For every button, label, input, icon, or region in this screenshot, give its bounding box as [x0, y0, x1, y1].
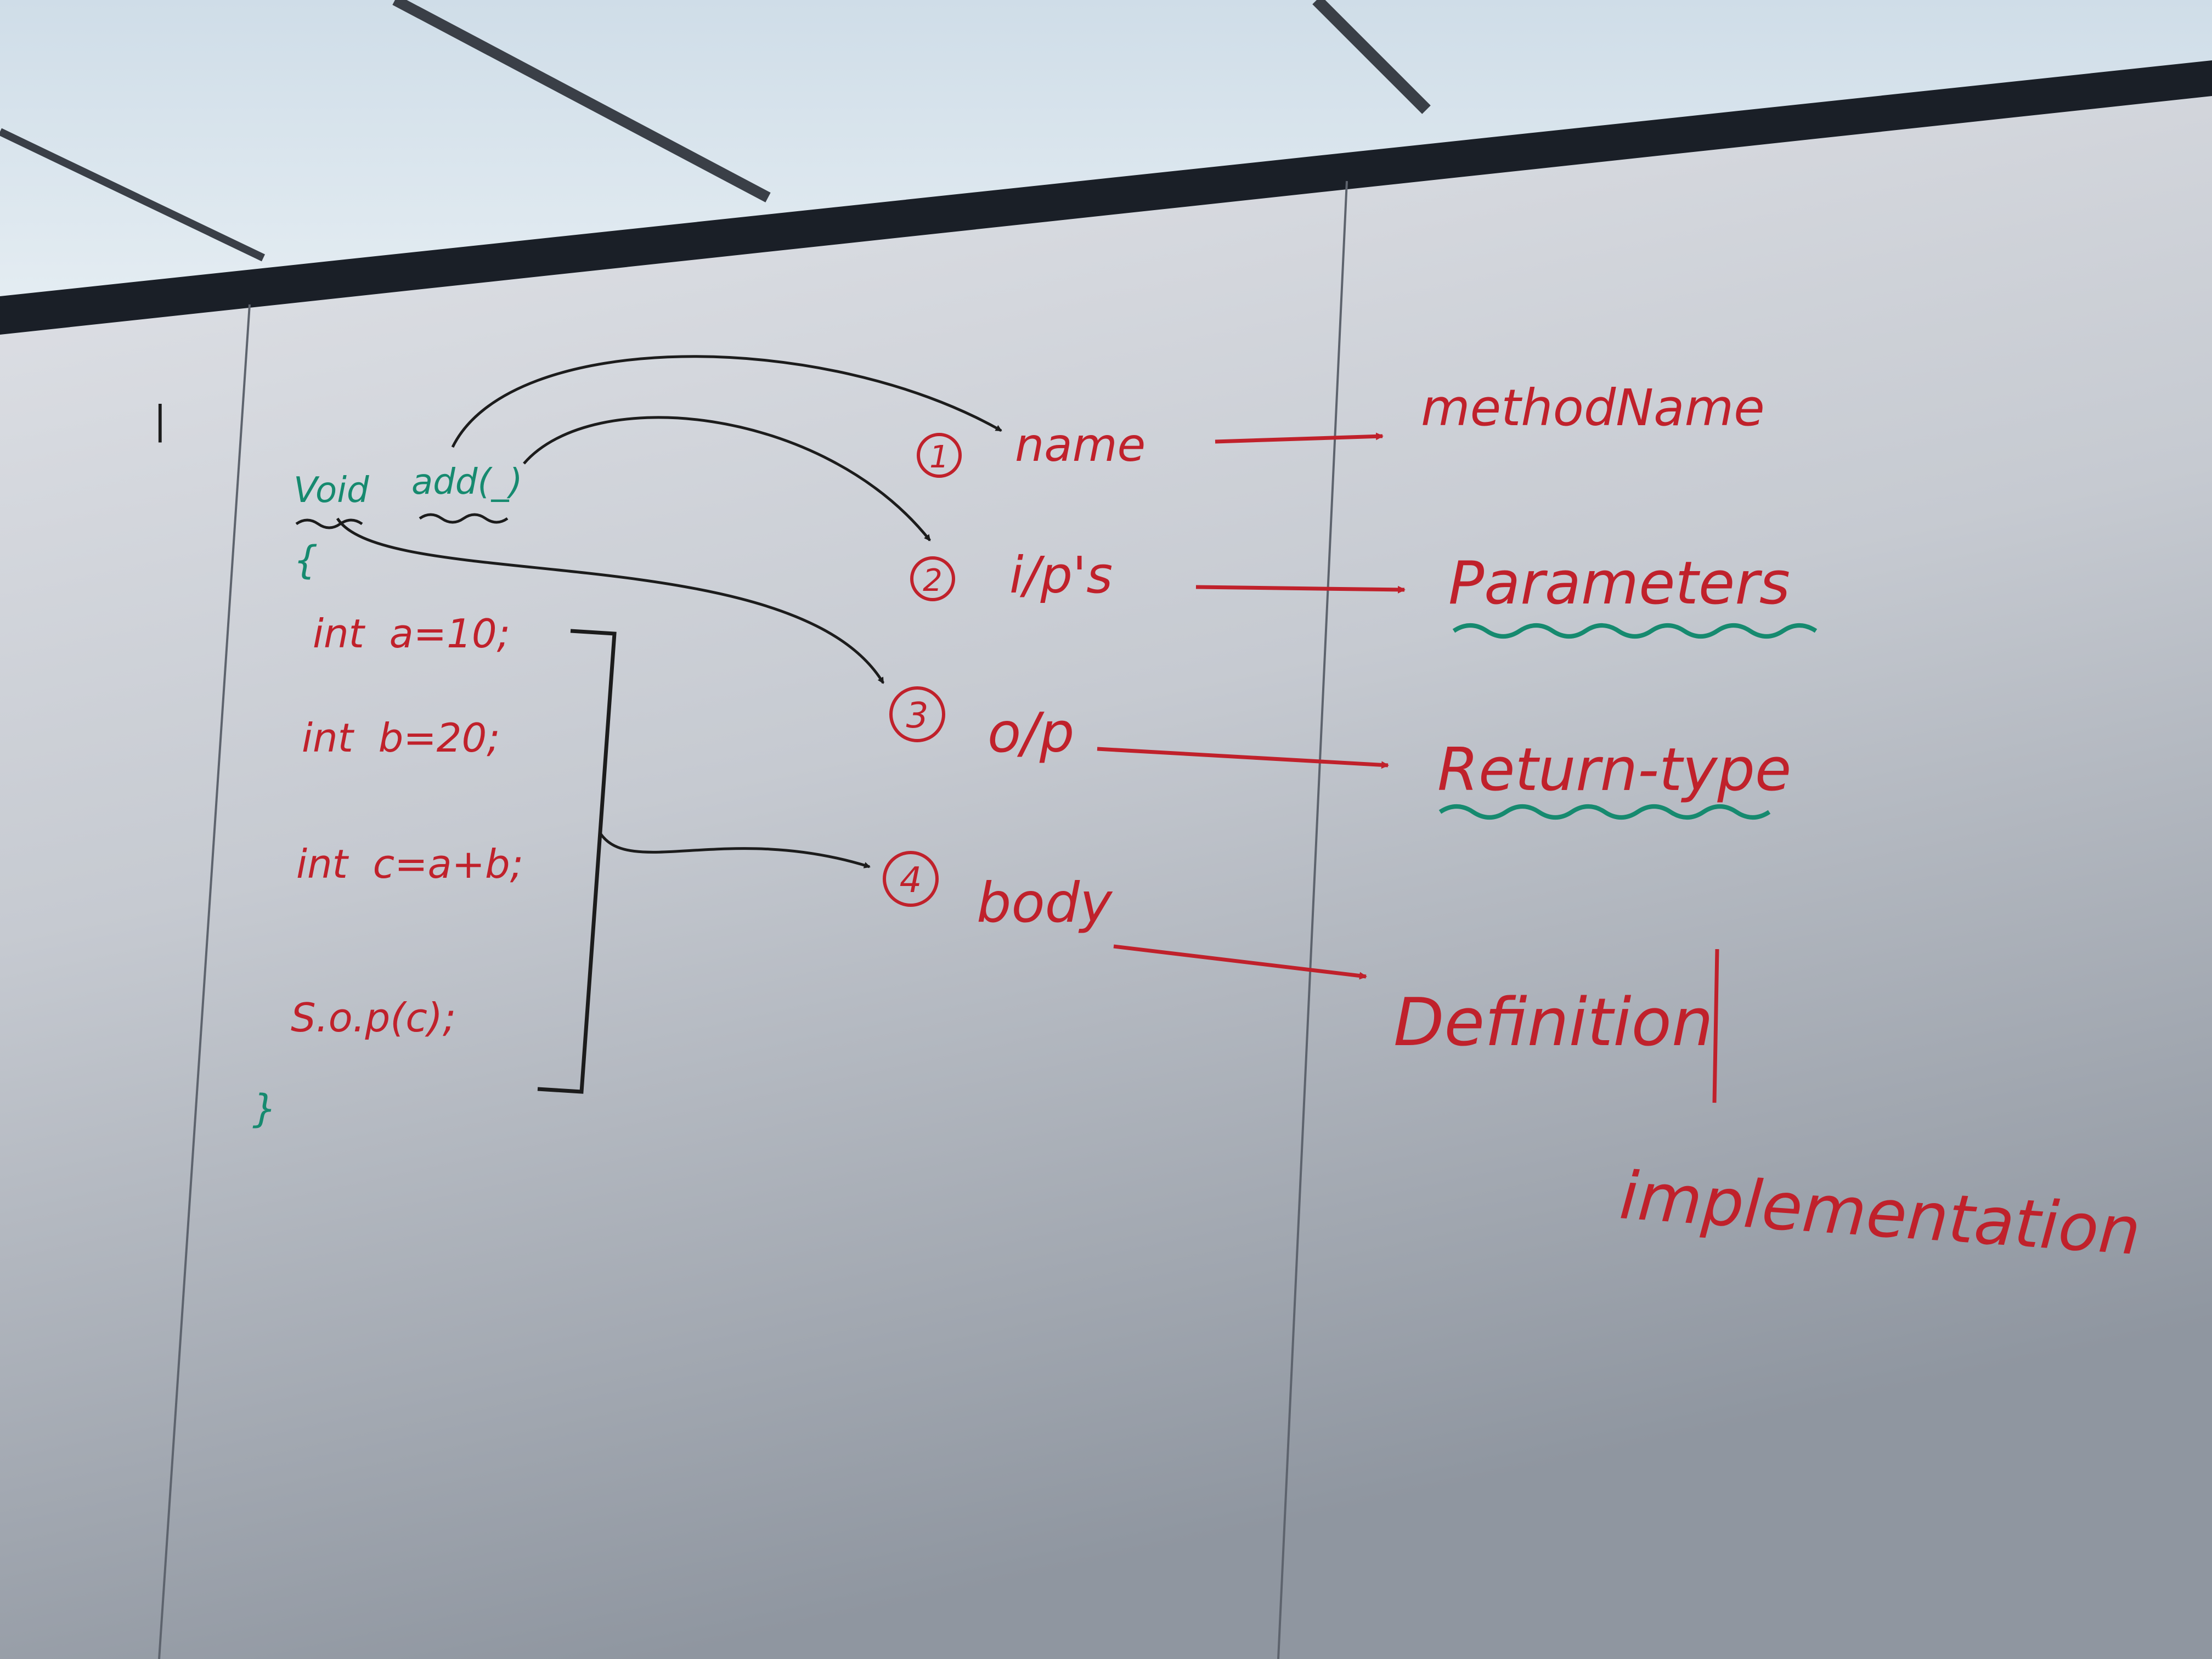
code-line-2: int b=20;: [302, 715, 500, 761]
part-2-meaning: Parameters: [1448, 549, 1790, 618]
panel-seam-left: [158, 304, 251, 1659]
whiteboard: [0, 71, 2212, 1659]
arrow-params-to-inputs: [523, 416, 931, 541]
part-2-label: i/p's: [1009, 546, 1113, 605]
arrow-void-to-output: [336, 517, 885, 684]
connector-arrows: [336, 355, 1002, 868]
part-4-number: 4: [900, 860, 922, 901]
code-line-3: int c=a+b;: [296, 841, 523, 887]
code-line-1: int a=10;: [313, 611, 510, 657]
code-close-brace: }: [252, 1086, 277, 1131]
part-3-arrow: [1097, 747, 1389, 769]
part-3-label: o/p: [988, 701, 1074, 765]
part-1-circle: [917, 433, 962, 478]
part-1-number: 1: [929, 439, 949, 475]
part-3-number: 3: [906, 696, 929, 736]
part-2-arrow: [1195, 585, 1406, 594]
code-block: Void add(_) { int a=10; int b=20; int c=…: [252, 462, 617, 1131]
code-open-brace: {: [294, 538, 318, 583]
method-name-underline: [419, 513, 509, 524]
part-4-circle: [883, 851, 939, 907]
body-bracket: [537, 629, 617, 1094]
part-2-number: 2: [923, 563, 943, 599]
definition-divider: [1712, 949, 1719, 1103]
part-1-label: name: [1015, 418, 1146, 472]
code-return-type: Void: [294, 470, 369, 511]
part-4-label: body: [977, 871, 1113, 935]
code-line-4: S.o.p(c);: [291, 995, 456, 1041]
stray-mark: |: [154, 398, 167, 443]
part-3-meaning-underline: [1438, 804, 1771, 820]
part-1-arrow: [1215, 432, 1384, 444]
arrow-bracket-to-body: [599, 833, 871, 868]
part-3-circle: [889, 686, 945, 742]
panel-seam-right: [1277, 180, 1348, 1659]
return-type-underline: [295, 518, 363, 529]
board-frame: [0, 60, 2212, 335]
part-3-meaning: Return-type: [1437, 736, 1791, 804]
part-2-meaning-underline: [1452, 623, 1818, 639]
arrow-method-to-name: [451, 355, 1002, 448]
code-method-signature: add(_): [411, 462, 522, 503]
part-1-meaning: methodName: [1421, 379, 1765, 437]
part-4-meaning: Definition: [1393, 985, 1713, 1061]
part-2-circle: [910, 556, 955, 601]
part-4-arrow: [1113, 944, 1367, 980]
